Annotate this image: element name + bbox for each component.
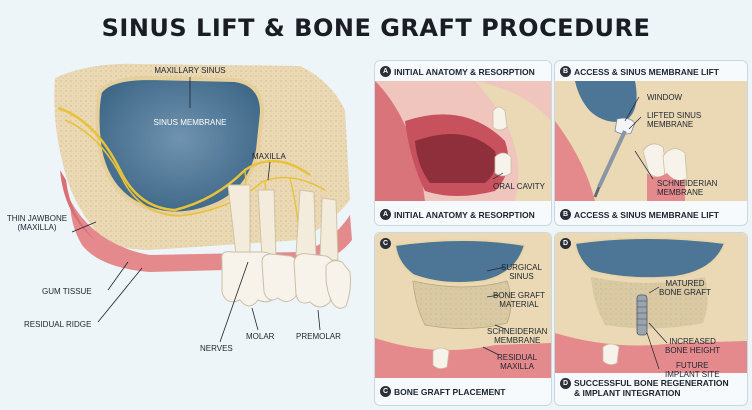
gum-tissue <box>70 200 352 272</box>
panel-d-header: D <box>560 238 571 249</box>
panel-a-footer: A INITIAL ANATOMY & RESORPTION <box>380 209 535 220</box>
panel-b-footer-text: ACCESS & SINUS MEMBRANE LIFT <box>574 209 719 220</box>
maxillary-sinus <box>95 75 265 216</box>
label-nerves: NERVES <box>200 344 233 353</box>
label-maxilla: MAXILLA <box>252 152 286 161</box>
label-gum-tissue: GUM TISSUE <box>42 287 92 296</box>
panel-a-header: A INITIAL ANATOMY & RESORPTION <box>380 66 535 77</box>
label-increased-bone-height: INCREASED BONE HEIGHT <box>665 337 721 355</box>
panel-c: C SURGICAL SINUS BONE GRAFT MATERIAL SCH… <box>374 232 552 406</box>
panel-c-footer: C BONE GRAFT PLACEMENT <box>380 386 505 397</box>
panel-d: D MATURED BONE GRAFT INCREASED BONE HEIG… <box>554 232 748 406</box>
label-lifted-sinus-membrane: LIFTED SINUS MEMBRANE <box>647 111 702 129</box>
panel-c-illustration <box>375 233 551 378</box>
panel-a-footer-text: INITIAL ANATOMY & RESORPTION <box>394 209 535 220</box>
panel-c-badge: C <box>380 238 391 249</box>
label-schneiderian-membrane-b: SCHNEIDERIAN MEMBRANE <box>657 179 718 197</box>
panel-c-footer-text: BONE GRAFT PLACEMENT <box>394 386 506 397</box>
nerve <box>57 106 311 212</box>
panel-b-badge: B <box>560 66 571 77</box>
page-title: SINUS LIFT & BONE GRAFT PROCEDURE <box>101 14 651 42</box>
panel-d-footer: D SUCCESSFUL BONE REGENERATION & IMPLANT… <box>560 378 729 398</box>
panel-b: B ACCESS & SINUS MEMBRANE LIFT WINDOW LI… <box>554 60 748 226</box>
panel-c-header: C <box>380 238 391 249</box>
label-sinus-membrane: SINUS MEMBRANE <box>153 118 227 127</box>
label-matured-bone-graft: MATURED BONE GRAFT <box>659 279 712 297</box>
label-bone-graft-material: BONE GRAFT MATERIAL <box>493 291 546 309</box>
panel-a-badge: A <box>380 66 391 77</box>
panel-d-footer-badge: D <box>560 378 571 389</box>
label-thin-jawbone: THIN JAWBONE (MAXILLA) <box>6 214 68 232</box>
panel-b-header: B ACCESS & SINUS MEMBRANE LIFT <box>560 66 719 77</box>
label-residual-maxilla: RESIDUAL MAXILLA <box>497 353 538 371</box>
panel-b-footer: B ACCESS & SINUS MEMBRANE LIFT <box>560 209 719 220</box>
panel-b-footer-badge: B <box>560 209 571 220</box>
label-residual-ridge: RESIDUAL RIDGE <box>24 320 92 329</box>
panel-d-illustration <box>555 233 747 373</box>
panel-c-footer-badge: C <box>380 386 391 397</box>
panel-a: A INITIAL ANATOMY & RESORPTION ORAL CAVI… <box>374 60 552 226</box>
label-oral-cavity: ORAL CAVITY <box>493 182 546 191</box>
label-premolar: PREMOLAR <box>296 332 341 341</box>
label-maxillary-sinus: MAXILLARY SINUS <box>154 66 226 75</box>
panel-b-illustration <box>555 81 747 201</box>
label-surgical-sinus: SURGICAL SINUS <box>501 263 542 281</box>
label-window: WINDOW <box>647 93 683 102</box>
panel-a-illustration <box>375 81 551 201</box>
panel-d-footer-text: SUCCESSFUL BONE REGENERATION & IMPLANT I… <box>574 378 729 398</box>
label-molar: MOLAR <box>246 332 275 341</box>
label-future-implant-site: FUTURE IMPLANT SITE <box>665 361 720 379</box>
label-schneiderian-membrane-c: SCHNEIDERIAN MEMBRANE <box>487 327 548 345</box>
panel-a-header-text: INITIAL ANATOMY & RESORPTION <box>394 66 535 77</box>
panel-b-header-text: ACCESS & SINUS MEMBRANE LIFT <box>574 66 719 77</box>
panel-d-badge: D <box>560 238 571 249</box>
panel-a-footer-badge: A <box>380 209 391 220</box>
